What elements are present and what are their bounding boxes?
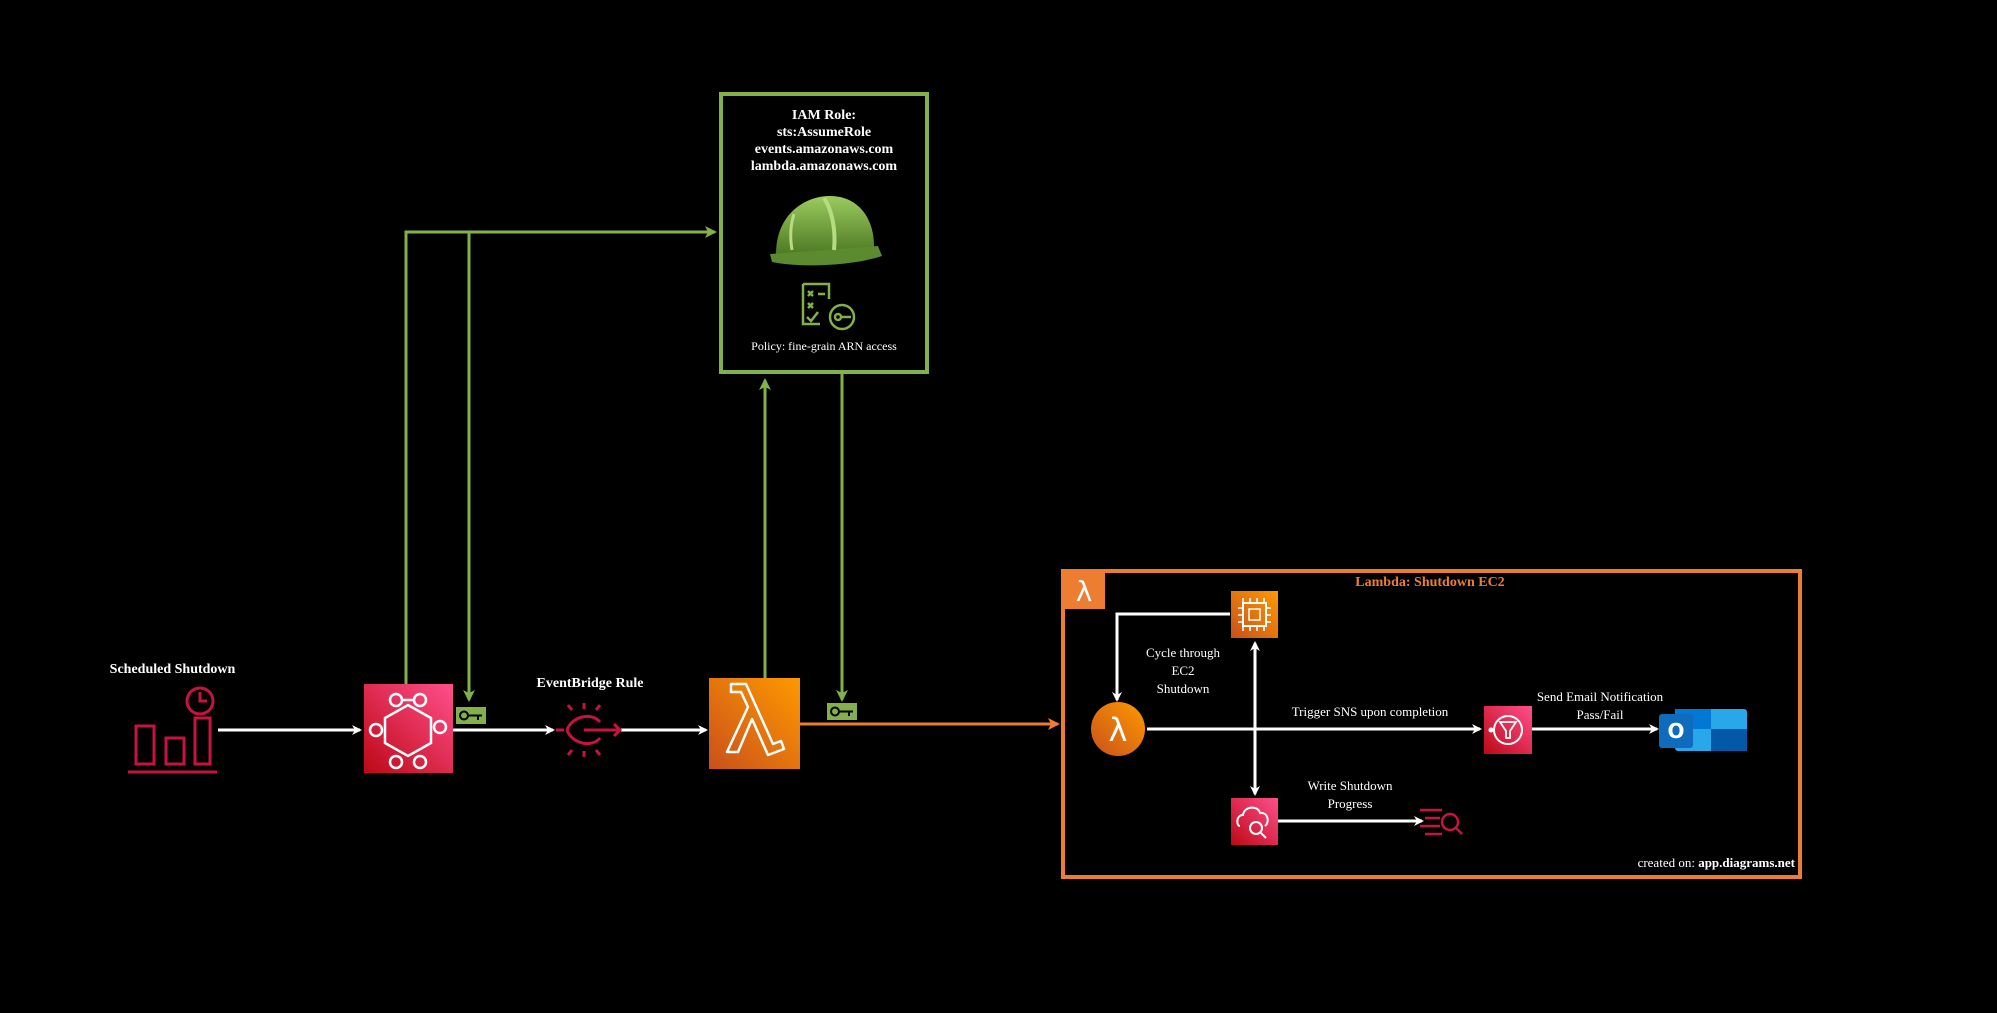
- write-progress-line: Progress: [1327, 796, 1373, 811]
- iam-role-line: lambda.amazonaws.com: [750, 159, 898, 174]
- eventbridge-rule-icon: [556, 703, 623, 757]
- cycle-line: Cycle through: [1145, 645, 1220, 660]
- send-email-line: Send Email Notification: [1536, 689, 1664, 704]
- write-progress-line: Write Shutdown: [1307, 778, 1393, 793]
- lambda-group-box: [1061, 569, 1802, 879]
- sns-icon[interactable]: [1484, 706, 1532, 754]
- svg-text:λ: λ: [1109, 711, 1128, 749]
- iam-role-title: IAM Role: sts:AssumeRole events.amazonaw…: [724, 107, 924, 175]
- eventbridge-icon[interactable]: [364, 684, 453, 773]
- iam-role-line: sts:AssumeRole: [776, 125, 872, 140]
- outlook-icon[interactable]: O: [1659, 709, 1747, 751]
- created-on-site: app.diagrams.net: [1698, 855, 1795, 870]
- iam-role-line: events.amazonaws.com: [754, 142, 894, 157]
- scheduled-shutdown-label: Scheduled Shutdown: [109, 662, 236, 677]
- eventbridge-rule-label: EventBridge Rule: [536, 676, 644, 691]
- lambda-group-icon-bg: [1063, 571, 1105, 609]
- cloudwatch-icon[interactable]: [1231, 798, 1278, 845]
- policy-label: Policy: fine-grain ARN access: [751, 339, 897, 353]
- created-on-prefix: created on:: [1637, 855, 1695, 870]
- write-progress-label: Write Shutdown Progress: [1290, 777, 1410, 813]
- iam-role-helmet-icon: [770, 196, 882, 266]
- iam-role-line: IAM Role:: [791, 108, 857, 123]
- lambda-group-title: Lambda: Shutdown EC2: [1355, 575, 1505, 590]
- cycle-line: EC2: [1171, 663, 1195, 678]
- key-badge-icon: [456, 707, 486, 724]
- policy-document-key-icon: [801, 282, 856, 331]
- lambda-function-icon[interactable]: λ: [1091, 702, 1145, 756]
- svg-text:O: O: [1667, 719, 1684, 743]
- cycle-line: Shutdown: [1156, 681, 1210, 696]
- ec2-chip-icon[interactable]: [1231, 591, 1278, 638]
- cycle-through-label: Cycle through EC2 Shutdown: [1123, 644, 1243, 698]
- created-on-label: created on: app.diagrams.net: [1600, 854, 1795, 872]
- ec2-to-lambda-arrow: [1112, 612, 1230, 702]
- send-email-label: Send Email Notification Pass/Fail: [1525, 688, 1675, 724]
- lambda-group-lambda-icon: λ: [1076, 575, 1093, 608]
- scheduled-chart-clock-icon: [128, 686, 217, 774]
- trigger-sns-label: Trigger SNS upon completion: [1291, 704, 1449, 719]
- eventbridge-to-iam-connector: [404, 226, 717, 690]
- lambda-icon[interactable]: [709, 678, 800, 769]
- iam-role-box: [719, 92, 929, 374]
- log-search-icon: [1420, 808, 1463, 836]
- key-badge-icon: [827, 703, 857, 720]
- send-email-line: Pass/Fail: [1576, 707, 1624, 722]
